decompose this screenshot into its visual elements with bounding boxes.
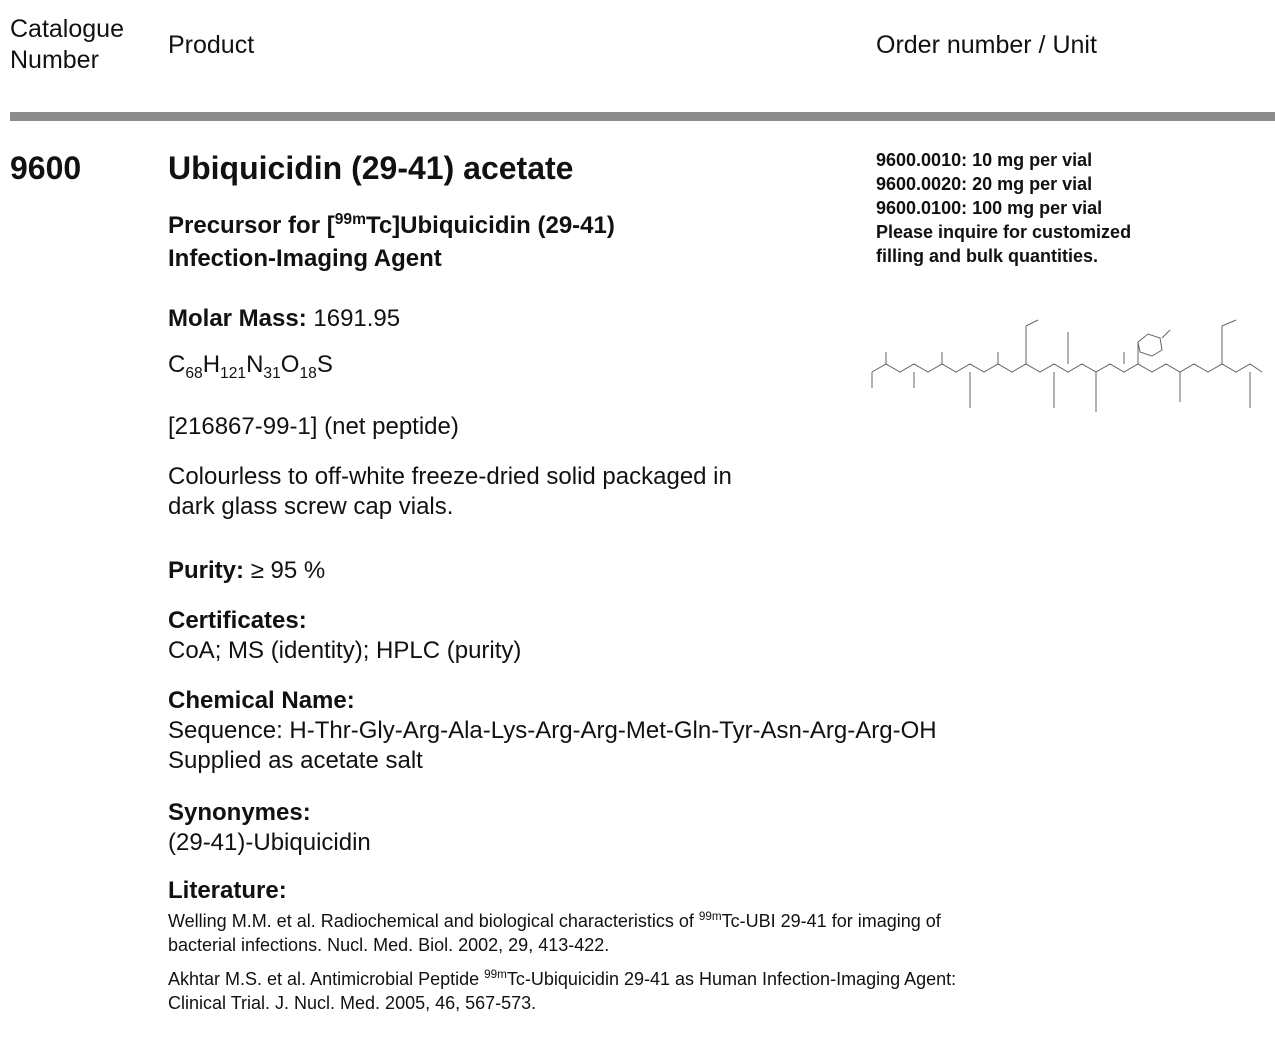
literature-heading: Literature: (168, 876, 287, 906)
subtitle-line2: Infection-Imaging Agent (168, 245, 442, 272)
order-options: 9600.0010: 10 mg per vial 9600.0020: 20 … (876, 148, 1131, 268)
description: Colourless to off-white freeze-dried sol… (168, 462, 732, 522)
cas-number: [216867-99-1] (net peptide) (168, 413, 459, 440)
order-note: filling and bulk quantities. (876, 246, 1099, 266)
subtitle-prefix: Precursor for [ (168, 212, 335, 239)
certificates-label: Certificates: (168, 607, 307, 634)
literature-label: Literature: (168, 877, 287, 904)
column-header-catalogue-line2: Number (10, 46, 99, 74)
chemical-name-label: Chemical Name: (168, 687, 355, 714)
purity-value: ≥ 95 % (250, 557, 326, 584)
description-line2: dark glass screw cap vials. (168, 493, 454, 520)
product-subtitle: Precursor for [99mTc]Ubiquicidin (29-41)… (168, 209, 615, 275)
column-header-catalogue-line1: Catalogue (10, 15, 124, 43)
molar-mass-label: Molar Mass: (168, 305, 307, 332)
synonymes-value: (29-41)-Ubiquicidin (168, 829, 371, 856)
product-title: Ubiquicidin (29-41) acetate (168, 150, 574, 186)
peptide-structure-diagram (871, 319, 1263, 412)
order-note: Please inquire for customized (876, 222, 1132, 242)
sequence: Sequence: H-Thr-Gly-Arg-Ala-Lys-Arg-Arg-… (168, 717, 937, 744)
order-option: 9600.0100: 100 mg per vial (876, 198, 1103, 218)
literature-reference: Akhtar M.S. et al. Antimicrobial Peptide… (168, 968, 957, 1013)
column-header-order-unit: Order number / Unit (876, 31, 1097, 59)
order-option: 9600.0010: 10 mg per vial (876, 150, 1093, 170)
synonymes-label: Synonymes: (168, 799, 311, 826)
column-header-catalogue-number: Catalogue Number (10, 14, 124, 76)
synonymes: Synonymes: (29-41)-Ubiquicidin (168, 798, 371, 858)
molecular-formula: C68H121N31O18S (168, 351, 333, 382)
molar-mass-value: 1691.95 (313, 305, 401, 332)
literature-reference: Welling M.M. et al. Radiochemical and bi… (168, 910, 941, 955)
subtitle-suffix: Tc]Ubiquicidin (29-41) (365, 212, 615, 239)
certificates: Certificates: CoA; MS (identity); HPLC (… (168, 606, 521, 666)
subtitle-isotope: 99m (334, 211, 366, 228)
catalogue-number: 9600 (10, 150, 82, 186)
header-divider (10, 112, 1275, 121)
order-option: 9600.0020: 20 mg per vial (876, 174, 1093, 194)
salt-form: Supplied as acetate salt (168, 747, 423, 774)
description-line1: Colourless to off-white freeze-dried sol… (168, 463, 732, 490)
chemical-name: Chemical Name: Sequence: H-Thr-Gly-Arg-A… (168, 686, 937, 776)
purity: Purity: ≥ 95 % (168, 556, 325, 586)
purity-label: Purity: (168, 557, 245, 584)
column-header-product: Product (168, 31, 255, 59)
molar-mass: Molar Mass: 1691.95 (168, 304, 400, 334)
certificates-value: CoA; MS (identity); HPLC (purity) (168, 637, 522, 664)
